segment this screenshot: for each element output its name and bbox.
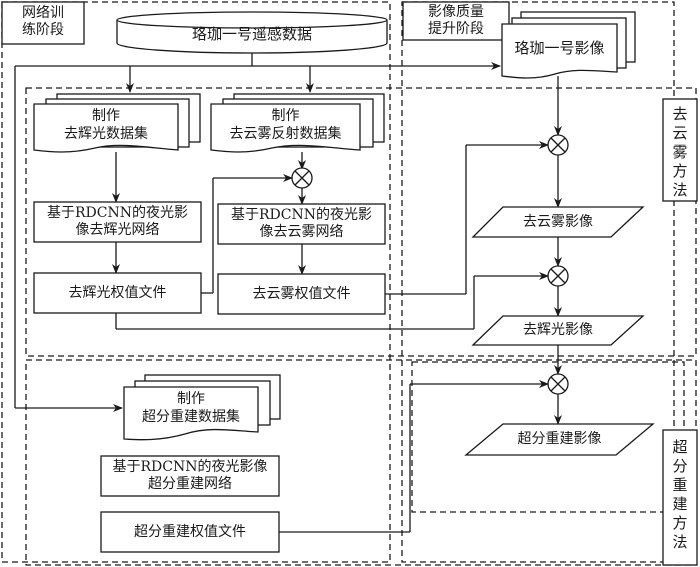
deglare-dataset-label-1: 制作 xyxy=(92,108,120,124)
dehaze-net-label-1: 基于RDCNN的夜光影 xyxy=(231,207,372,223)
dehaze-dataset-doc xyxy=(210,93,385,153)
superres-net-label-2: 超分重建网络 xyxy=(148,476,232,492)
superres-image-shape xyxy=(464,423,655,456)
dehazed-image-shape xyxy=(471,206,645,238)
training-stage-region xyxy=(1,1,391,563)
source-image-label: 珞珈一号影像 xyxy=(514,39,605,57)
deglare-dataset-label-2: 去辉光数据集 xyxy=(64,126,148,142)
training-stage-label: 网络训 练阶段 xyxy=(22,5,64,38)
superres-dataset-label-1: 制作 xyxy=(177,391,205,407)
enhancement-stage-label: 影像质量 提升阶段 xyxy=(428,4,484,37)
dehaze-dataset-label-2: 去云雾反射数据集 xyxy=(229,126,342,142)
deglare-weights-label: 去辉光权值文件 xyxy=(68,285,167,301)
dehaze-dataset-label-1: 制作 xyxy=(271,108,300,124)
superres-method-label: 超分重建方法 xyxy=(672,438,688,551)
enhancement-stage-label-box xyxy=(402,1,510,41)
source-data-label: 珞珈一号遥感数据 xyxy=(191,25,312,43)
dehaze-net-label-2: 像去云雾网络 xyxy=(259,224,344,240)
enhancement-stage-region xyxy=(401,1,675,563)
dehaze-net-box xyxy=(217,203,386,245)
dehazed-image-label: 去云雾影像 xyxy=(523,214,593,230)
deglared-image-label: 去辉光影像 xyxy=(523,322,593,338)
deglare-weights-box xyxy=(33,272,202,314)
source-image-doc xyxy=(501,11,636,79)
superres-weights-label: 超分重建权值文件 xyxy=(134,524,246,540)
enhancement-inner-region xyxy=(411,361,685,513)
superres-dataset-doc xyxy=(123,374,281,441)
deglare-dataset-doc xyxy=(33,93,201,153)
superres-image-label: 超分重建影像 xyxy=(517,431,602,447)
superres-net-box xyxy=(100,455,280,497)
superres-method-label-box xyxy=(662,429,698,566)
superres-net-label-1: 基于RDCNN的夜光影像 xyxy=(112,459,268,475)
training-stage-label-box xyxy=(1,1,85,45)
deglared-image-shape xyxy=(471,315,645,346)
dehaze-method-region xyxy=(25,87,697,357)
superres-weights-box xyxy=(100,511,280,553)
deglare-net-label-1: 基于RDCNN的夜光影 xyxy=(47,205,188,221)
source-data-cylinder xyxy=(116,11,388,54)
dehaze-method-label: 去云雾方法 xyxy=(672,105,688,199)
dehaze-weights-box xyxy=(217,273,386,315)
dehaze-weights-label: 去云雾权值文件 xyxy=(252,286,351,302)
deglare-net-label-2: 像去辉光网络 xyxy=(75,222,160,238)
superres-dataset-label-2: 超分重建数据集 xyxy=(142,409,240,425)
dehaze-method-label-box xyxy=(662,98,698,202)
deglare-net-box xyxy=(33,201,202,243)
